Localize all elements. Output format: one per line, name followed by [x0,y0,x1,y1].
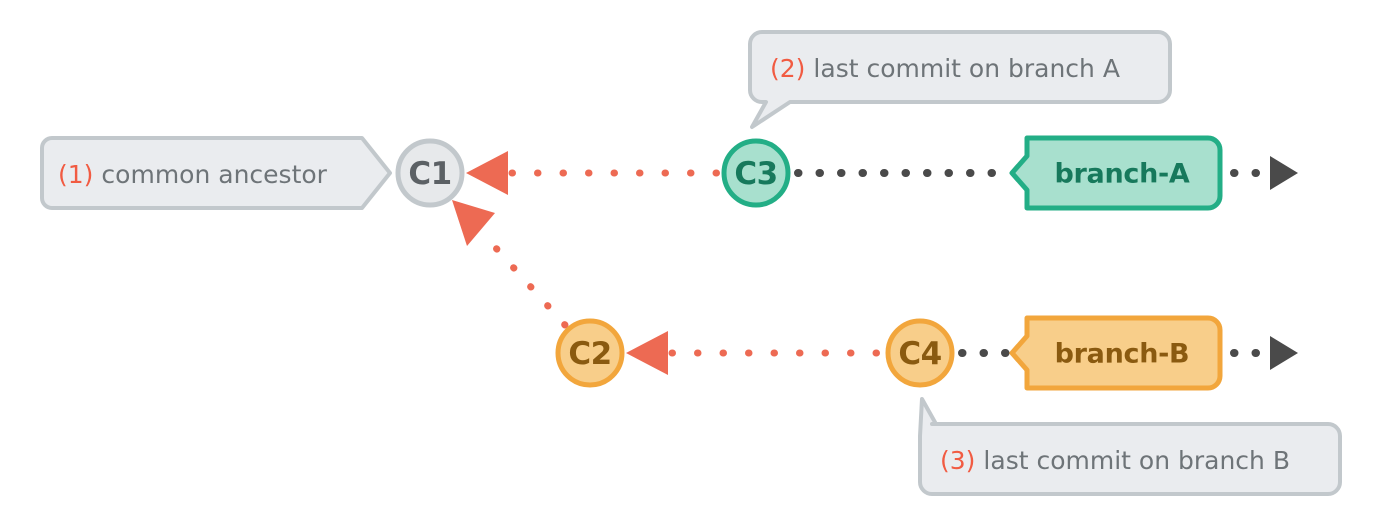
callout-3-text: (3) last commit on branch B [940,446,1290,475]
callout-1-text: (1) common ancestor [58,160,328,189]
callout-last-commit-branch-a: (2) last commit on branch A [748,30,1172,129]
commit-node-c3[interactable]: C3 [721,138,791,208]
branch-b-label: branch-B [1055,339,1190,370]
branch-tag-branch-b[interactable]: branch-B [1009,315,1223,391]
callout-1-bubble [40,136,392,210]
callout-1-body: common ancestor [101,160,327,189]
commit-c2-label: C2 [568,336,611,372]
dotted-line-c2-c1 [482,233,569,329]
commit-node-c1[interactable]: C1 [395,138,465,208]
branch-tag-branch-a[interactable]: branch-A [1009,135,1223,211]
commit-node-c4[interactable]: C4 [885,318,955,388]
callout-last-commit-branch-b: (3) last commit on branch B [918,397,1342,496]
triangle-right-icon-brancha [1270,156,1298,190]
commit-node-c2[interactable]: C2 [555,318,625,388]
arrowhead-c3-to-c1 [466,151,508,195]
connection-branchb-future [1230,336,1298,370]
callout-common-ancestor: (1) common ancestor [40,136,392,210]
branch-b-shape [1009,315,1223,391]
callout-2-bubble [748,30,1172,129]
arrowhead-c2-to-c1 [452,200,495,246]
commit-c4-label: C4 [898,336,941,372]
commit-c1-circle [395,138,465,208]
arrowhead-c4-to-c2 [626,331,668,375]
triangle-right-icon-branchb [1270,336,1298,370]
branch-a-shape [1009,135,1223,211]
commit-c3-circle [721,138,791,208]
callout-3-number: (3) [940,446,975,475]
connection-c3-to-c1 [466,151,726,195]
callout-2-number: (2) [770,54,805,83]
branch-a-label: branch-A [1054,159,1189,190]
commit-c2-circle [555,318,625,388]
callout-2-body: last commit on branch A [813,54,1120,83]
callout-3-bubble [918,397,1342,496]
connection-brancha-future [1230,156,1298,190]
connection-c2-to-c1 [452,200,569,329]
commit-c4-circle [885,318,955,388]
connection-c4-to-c2 [626,331,890,375]
callout-3-body: last commit on branch B [983,446,1290,475]
commit-c1-label: C1 [408,156,451,192]
commit-c3-label: C3 [734,156,777,192]
callout-1-number: (1) [58,160,93,189]
callout-2-text: (2) last commit on branch A [770,54,1120,83]
